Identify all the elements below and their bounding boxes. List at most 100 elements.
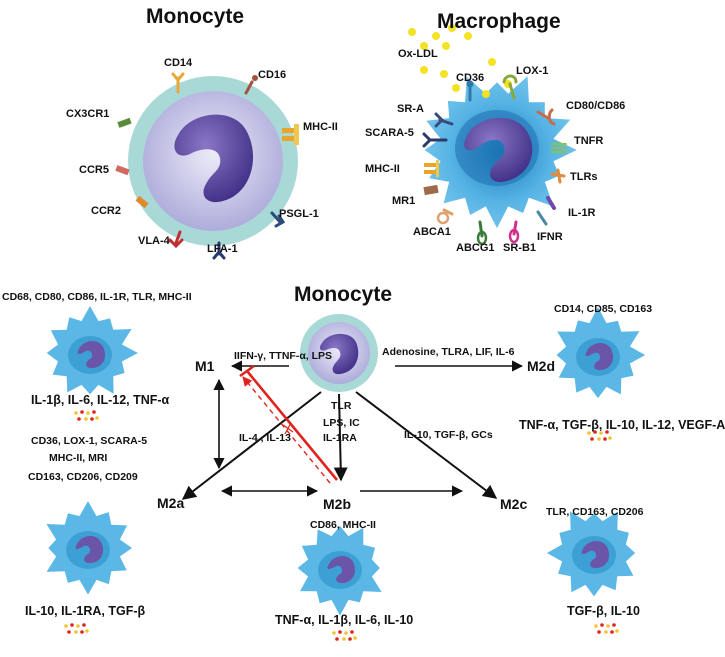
secretion-dot	[610, 630, 614, 634]
arrow-to-m2b	[333, 393, 348, 482]
secretion-dot	[350, 630, 354, 634]
macrophage-receptors	[422, 74, 567, 246]
macrophage-nucleus	[327, 555, 356, 584]
ox-ldl-dot	[452, 84, 460, 92]
ox-ldl-dot	[432, 32, 440, 40]
stimuli-m2b: TLR	[331, 400, 352, 412]
receptor-label: CCR5	[79, 164, 109, 176]
small-macrophage	[46, 501, 132, 595]
receptor-label: CCR2	[91, 205, 121, 217]
secretion-dot	[84, 417, 88, 421]
ox-ldl-dot	[420, 42, 428, 50]
secretion-cluster	[594, 623, 619, 634]
secretion-dot	[76, 624, 80, 628]
secretion-dot	[604, 630, 608, 634]
receptor-label: TNFR	[574, 135, 604, 147]
macrophage-title: Macrophage	[437, 10, 561, 33]
ox-ldl-dot	[420, 66, 428, 74]
stimuli-m2d: Adenosine, TLRA, LIF, IL-6	[382, 346, 515, 358]
secretion-dot	[74, 411, 78, 415]
stimuli-m2a: IL-4 , IL-13	[239, 432, 291, 444]
node-m2a: M2a	[157, 495, 185, 511]
small-macrophage	[46, 306, 139, 395]
secretion-dot	[608, 436, 612, 440]
macrophage-nucleus	[585, 342, 614, 371]
ox-ldl-dot	[448, 24, 456, 32]
receptor-label: MHC-II	[365, 163, 400, 175]
polarization-arrows	[181, 360, 524, 500]
ox-ldl-dot	[488, 58, 496, 66]
node-m2b: M2b	[323, 496, 351, 512]
secretion-dot	[95, 416, 99, 420]
stimuli-m2c: IL-10, TGF-β, GCs	[404, 429, 493, 441]
monocyte-title: Monocyte	[146, 5, 245, 28]
markers-m2a: CD36, LOX-1, SCARA-5	[31, 435, 148, 447]
markers-m2c: TLR, CD163, CD206	[546, 506, 644, 518]
secretion-dot	[353, 636, 357, 640]
polarized-macrophage-cells	[46, 306, 646, 616]
secretion-dot	[590, 437, 594, 441]
small-macrophage	[556, 307, 646, 399]
secretion-dot	[587, 431, 591, 435]
secretion-dot	[82, 623, 86, 627]
ox-ldl-dot	[464, 32, 472, 40]
node-m2c: M2c	[500, 496, 528, 512]
receptor-label: CD16	[258, 69, 287, 81]
secretion-dot	[603, 437, 607, 441]
secretion-dot	[77, 417, 81, 421]
secretion-dot	[70, 623, 74, 627]
secretion-cluster	[64, 623, 89, 634]
secretion-dot	[344, 631, 348, 635]
cytokine-secretion-dots	[64, 410, 619, 641]
dashed-feedback-arrow	[242, 376, 331, 484]
receptor-label: IFNR	[537, 231, 563, 243]
receptor-label: LOX-1	[516, 65, 549, 77]
secretions-m2b: TNF-α, IL-1β, IL-6, IL-10	[275, 613, 414, 627]
receptor-label: IL-1R	[568, 207, 596, 219]
secretion-dot	[80, 410, 84, 414]
markers-m2a: CD163, CD206, CD209	[28, 471, 138, 483]
m2b-inhibition-lines	[239, 364, 339, 484]
secretion-dot	[605, 430, 609, 434]
receptor-label: CD14	[164, 57, 193, 69]
receptor-label: CD80/CD86	[566, 100, 626, 112]
macrophage-nucleus	[77, 340, 106, 369]
secretion-dot	[606, 624, 610, 628]
secretion-dot	[348, 637, 352, 641]
macrophage-nucleus	[581, 540, 610, 569]
stimuli-m2b: LPS, IC	[323, 417, 360, 429]
stimuli-m1: IIFN-γ, TTNF-α, LPS	[234, 350, 333, 362]
secretion-dot	[597, 437, 601, 441]
secretion-dot	[90, 417, 94, 421]
ox-ldl-dot	[408, 28, 416, 36]
receptor-label: SR-B1	[503, 242, 537, 254]
diagram-art	[46, 24, 646, 641]
monocyte-center-title: Monocyte	[294, 283, 393, 306]
monocyte-large-cell	[128, 76, 298, 246]
node-m2d: M2d	[527, 358, 555, 374]
small-macrophage	[547, 511, 636, 597]
secretions-m2d: TNF-α, TGF-β, IL-10, IL-12, VEGF-A	[519, 418, 725, 432]
secretion-cluster	[332, 630, 357, 641]
secretion-dot	[597, 630, 601, 634]
secretion-dot	[80, 630, 84, 634]
ox-ldl-dot	[442, 42, 450, 50]
markers-m1: CD68, CD80, CD86, IL-1R, TLR, MHC-II	[2, 291, 192, 303]
secretion-dot	[612, 623, 616, 627]
markers-m2a: MHC-II, MRI	[49, 452, 108, 464]
receptor-label: ABCA1	[413, 226, 451, 238]
stimuli-m2b: IL-1RA	[323, 432, 357, 444]
receptor-label: ABCG1	[456, 242, 495, 254]
receptor-label: LFA-1	[207, 243, 238, 255]
secretions-m2c: TGF-β, IL-10	[567, 604, 640, 618]
secretion-dot	[332, 631, 336, 635]
ox-ldl-dot	[482, 90, 490, 98]
diagram-canvas: Monocyte Macrophage Monocyte CD14 CD16 C…	[2, 5, 725, 641]
secretion-dot	[593, 430, 597, 434]
secretion-dot	[600, 623, 604, 627]
markers-m2b: CD86, MHC-II	[310, 519, 376, 531]
receptor-label: VLA-4	[138, 235, 170, 247]
receptor-label: SCARA-5	[365, 127, 414, 139]
secretion-dot	[615, 629, 619, 633]
secretion-dot	[599, 431, 603, 435]
